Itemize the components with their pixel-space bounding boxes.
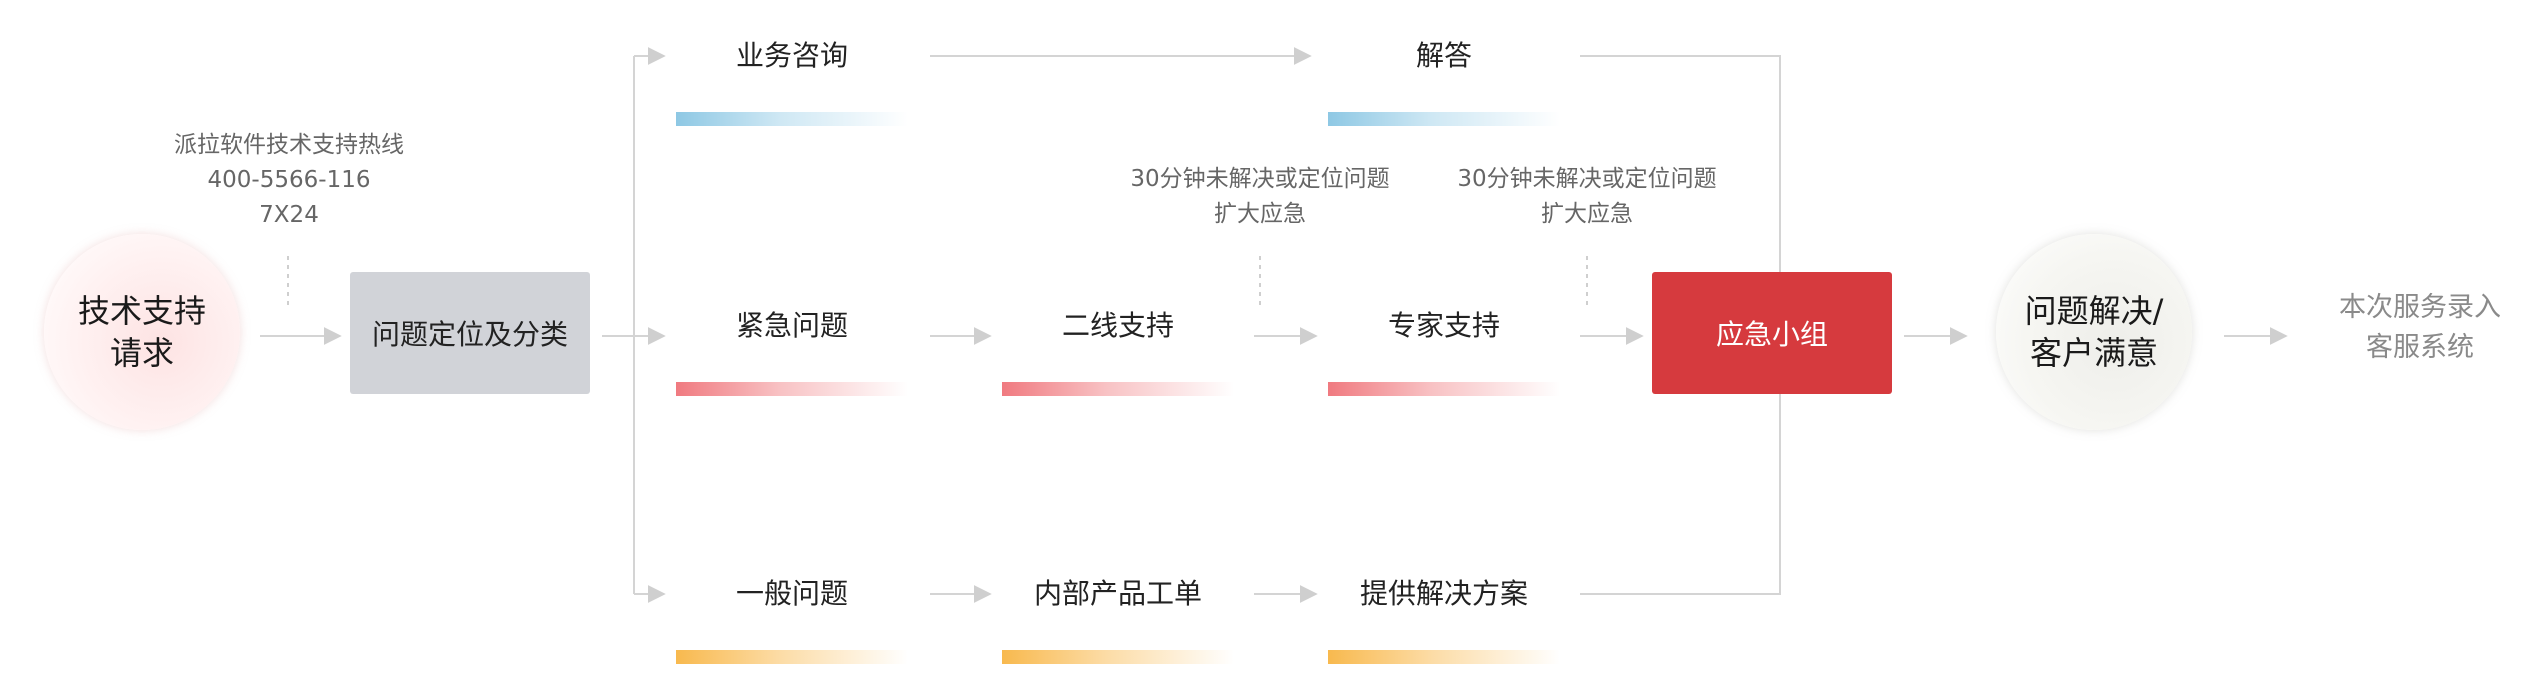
answer-label: 解答 bbox=[1415, 39, 1472, 72]
node-internal-ticket: 内部产品工单 bbox=[1002, 566, 1234, 686]
escalation-note-1: 30分钟未解决或定位问题 扩大应急 bbox=[1130, 166, 1390, 227]
escalation-note-2: 30分钟未解决或定位问题 扩大应急 bbox=[1457, 166, 1717, 227]
business-label: 业务咨询 bbox=[735, 39, 848, 72]
urgent-label: 紧急问题 bbox=[735, 309, 848, 342]
classify-box: 问题定位及分类 bbox=[350, 272, 590, 394]
urgent-color-bar bbox=[676, 382, 908, 396]
emergency-team-box: 应急小组 bbox=[1652, 272, 1892, 394]
node-provide-solution: 提供解决方案 bbox=[1328, 566, 1560, 686]
end-circle-resolved-satisfied: 问题解决/ 客户满意 bbox=[1996, 234, 2192, 430]
hotline-note: 派拉软件技术支持热线 400-5566-116 7X24 bbox=[174, 132, 404, 228]
expert-label: 专家支持 bbox=[1387, 309, 1500, 342]
merge-line-solution bbox=[1580, 394, 1781, 595]
business-color-bar bbox=[676, 112, 908, 126]
second-line-label: 二线支持 bbox=[1061, 309, 1174, 342]
node-answer: 解答 bbox=[1328, 28, 1560, 148]
node-business-consult: 业务咨询 bbox=[676, 28, 908, 148]
solution-label: 提供解决方案 bbox=[1359, 577, 1528, 610]
expert-color-bar bbox=[1328, 382, 1560, 396]
end-label: 问题解决/ 客户满意 bbox=[2024, 292, 2164, 372]
solution-color-bar bbox=[1328, 650, 1560, 664]
connector-lines bbox=[260, 47, 2288, 603]
emergency-team-label: 应急小组 bbox=[1715, 318, 1828, 351]
node-expert-support: 专家支持 bbox=[1328, 298, 1560, 418]
final-record-note: 本次服务录入 客服系统 bbox=[2339, 292, 2501, 363]
general-label: 一般问题 bbox=[735, 577, 848, 610]
start-label: 技术支持 请求 bbox=[77, 292, 206, 372]
answer-color-bar bbox=[1328, 112, 1560, 126]
node-general-issue: 一般问题 bbox=[676, 566, 908, 686]
internal-ticket-color-bar bbox=[1002, 650, 1234, 664]
classify-label: 问题定位及分类 bbox=[371, 318, 568, 351]
node-urgent-issue: 紧急问题 bbox=[676, 298, 908, 418]
start-circle-tech-support-request: 技术支持 请求 bbox=[44, 234, 240, 430]
internal-ticket-label: 内部产品工单 bbox=[1033, 577, 1202, 610]
merge-line-answer bbox=[1580, 55, 1781, 272]
general-color-bar bbox=[676, 650, 908, 664]
second-line-color-bar bbox=[1002, 382, 1234, 396]
node-second-line: 二线支持 bbox=[1002, 298, 1234, 418]
